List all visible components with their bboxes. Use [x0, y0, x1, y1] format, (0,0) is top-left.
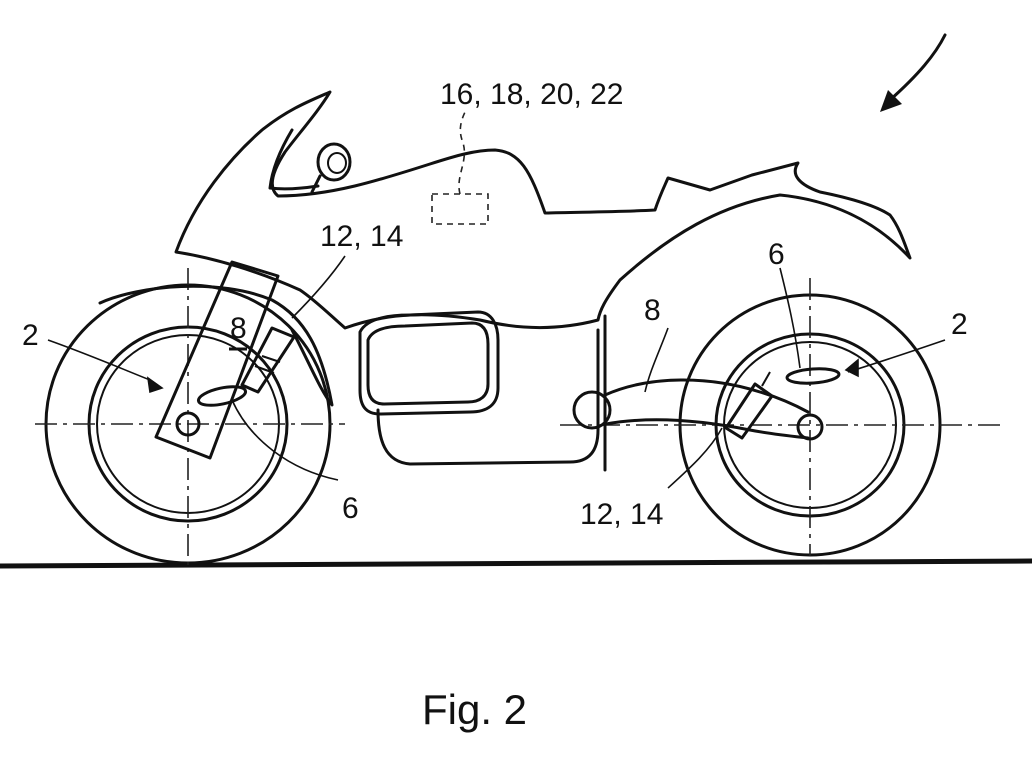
- label-rear-6: 6: [768, 238, 785, 271]
- direction-arrow: [880, 33, 947, 112]
- rear-actuator: [785, 367, 841, 385]
- mirror: [310, 142, 352, 194]
- front-fender: [98, 284, 334, 407]
- label-16-18-20-22: 16, 18, 20, 22: [440, 78, 624, 111]
- figure-caption: Fig. 2: [422, 686, 527, 733]
- front-fork: [154, 260, 280, 460]
- body-fairing: [174, 90, 912, 330]
- label-front-12-14: 12, 14: [320, 220, 403, 253]
- label-front-2: 2: [22, 319, 39, 352]
- leader-lines: [47, 255, 946, 489]
- rear-damper: [724, 371, 774, 440]
- front-actuator: [196, 385, 248, 407]
- front-damper: [240, 326, 296, 394]
- engine-block: [358, 310, 607, 472]
- label-rear-2: 2: [951, 308, 968, 341]
- label-rear-8: 8: [644, 294, 661, 327]
- label-front-6: 6: [342, 492, 359, 525]
- label-front-8: 8: [230, 312, 247, 345]
- swingarm: [572, 378, 824, 441]
- windscreen: [268, 128, 320, 191]
- ground-line: [0, 558, 1032, 569]
- label-rear-12-14: 12, 14: [580, 498, 663, 531]
- control-unit-box: [431, 109, 489, 225]
